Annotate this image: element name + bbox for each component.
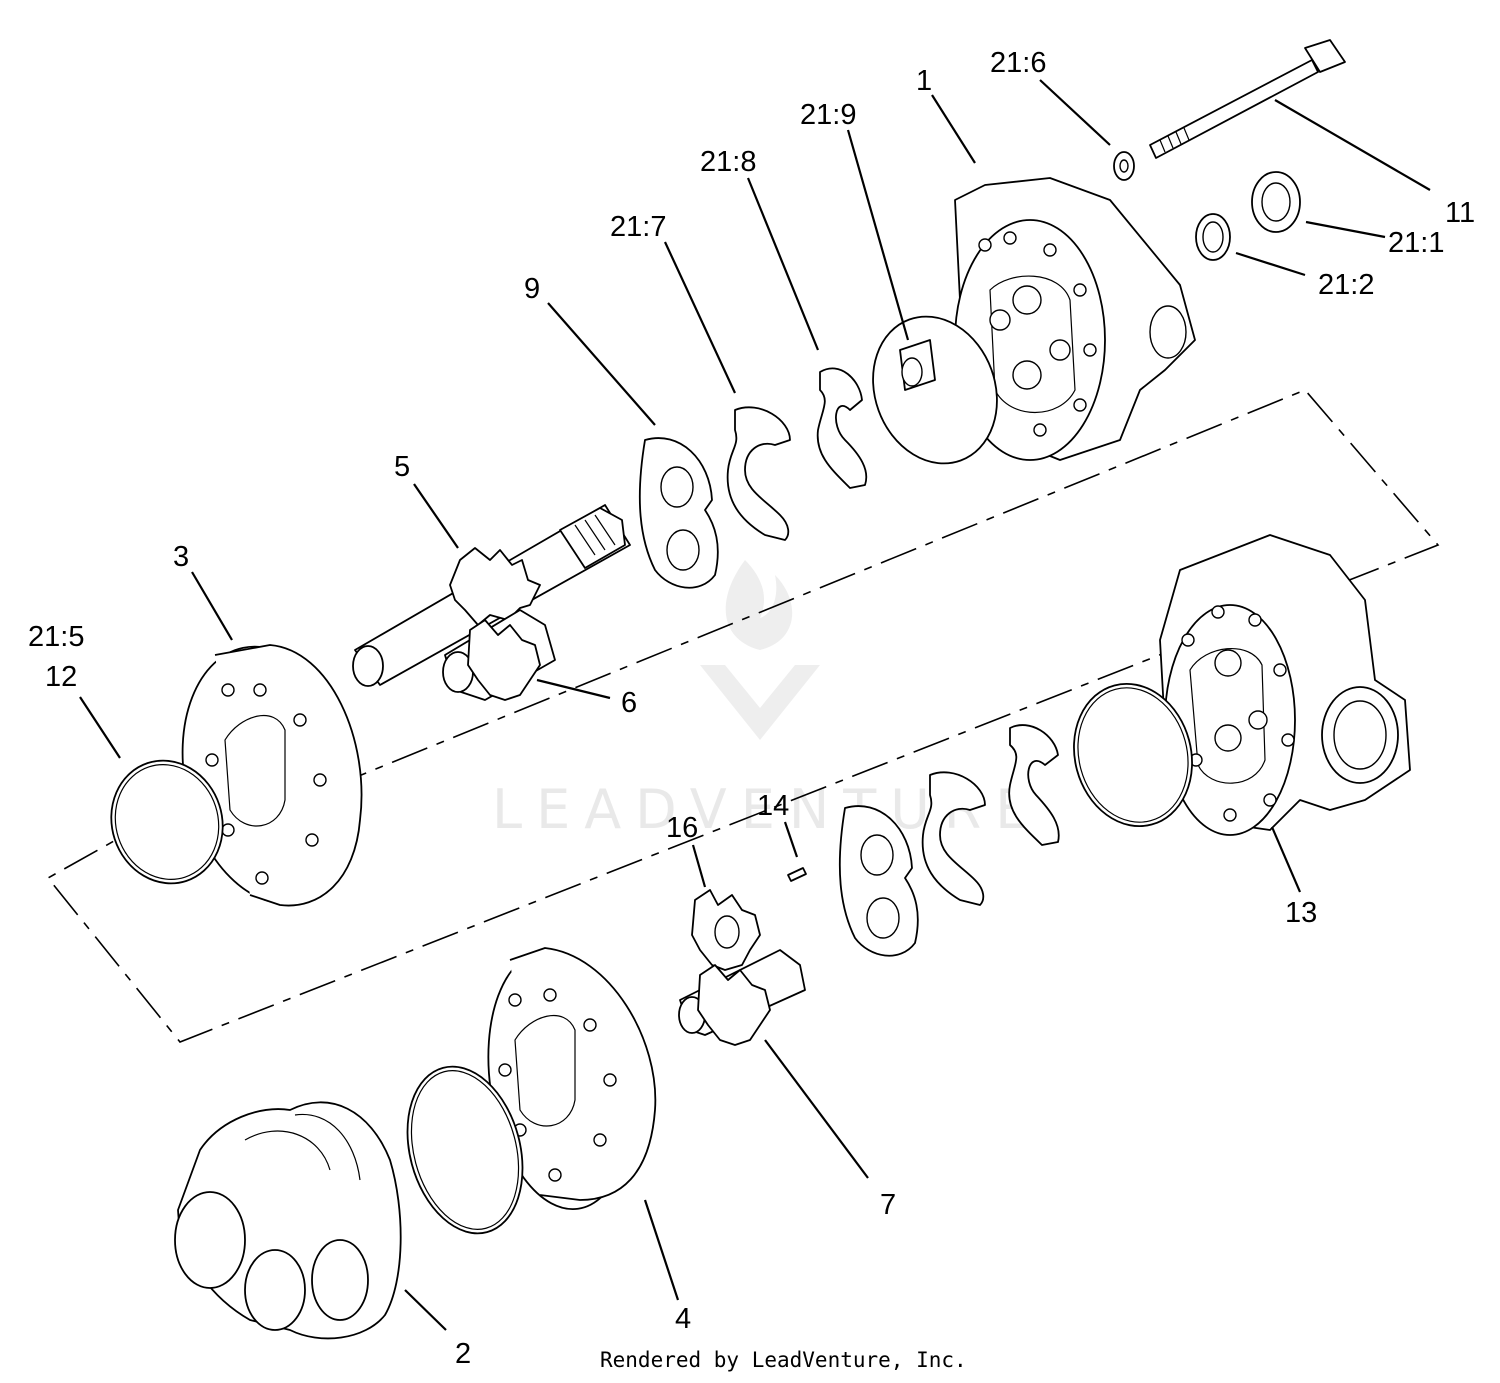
leader-9 <box>547 302 656 426</box>
callout-5: 5 <box>394 451 410 483</box>
callout-1: 1 <box>916 65 932 97</box>
callout-21-8: 21:8 <box>700 146 756 178</box>
callout-16: 16 <box>666 812 698 844</box>
callout-2: 2 <box>455 1338 471 1370</box>
part-9-wear-plate <box>638 437 719 589</box>
part-11-bolt <box>1149 39 1346 159</box>
callout-12: 12 <box>45 661 77 693</box>
part-21-7-seal <box>726 406 791 541</box>
callout-11: 11 <box>1445 197 1475 229</box>
front-seal-outer <box>1008 724 1060 846</box>
part-3-gear-housing <box>181 644 363 907</box>
leader-7 <box>764 1039 869 1179</box>
front-wear-plate <box>838 805 919 957</box>
leader-6 <box>536 678 611 700</box>
callout-7: 7 <box>880 1189 896 1221</box>
leader-1 <box>931 94 976 164</box>
callout-21-6: 21:6 <box>990 47 1046 79</box>
leader-21-1 <box>1305 220 1386 239</box>
callout-6: 6 <box>621 687 637 719</box>
leader-lines <box>79 79 1431 1331</box>
callout-13: 13 <box>1285 897 1317 929</box>
part-14-key <box>787 867 807 882</box>
watermark-logo-icon <box>725 560 793 650</box>
leader-13 <box>1270 826 1302 893</box>
part-16-gear <box>691 889 761 971</box>
part-21-2-seal <box>1195 213 1231 261</box>
callout-21-1: 21:1 <box>1388 227 1444 259</box>
leader-16 <box>691 844 707 888</box>
front-seal-inner <box>921 771 986 906</box>
callout-21-7: 21:7 <box>610 211 666 243</box>
part-5-drive-shaft <box>352 504 631 687</box>
leader-21-7 <box>664 241 736 394</box>
part-21-6-washer <box>1113 151 1135 181</box>
leader-4 <box>643 1199 680 1301</box>
leader-12 <box>79 696 121 759</box>
leader-5 <box>413 483 459 549</box>
part-21-1-seal <box>1251 171 1301 233</box>
part-6-driven-gear <box>442 609 556 701</box>
leader-14 <box>783 821 799 858</box>
watermark-logo-v-icon <box>700 665 820 740</box>
leader-21-6 <box>1039 79 1111 146</box>
part-13-front-housing <box>1159 534 1411 836</box>
callout-21-2: 21:2 <box>1318 269 1374 301</box>
callout-14: 14 <box>757 790 789 822</box>
callout-labels: 1 21:6 11 21:9 21:8 21:7 9 21:1 21:2 5 3… <box>28 47 1475 1370</box>
callout-4: 4 <box>675 1303 691 1335</box>
leader-3 <box>191 571 233 641</box>
part-21-8-seal <box>816 367 868 489</box>
callout-21-9: 21:9 <box>800 99 856 131</box>
part-12-o-ring <box>110 759 224 885</box>
leader-21-2 <box>1235 251 1306 277</box>
leader-2 <box>404 1289 447 1331</box>
part-7-gear-shaft <box>678 949 806 1046</box>
lower-o-ring <box>406 1065 524 1235</box>
front-o-ring <box>1073 682 1193 828</box>
part-4-gear-housing <box>487 947 657 1211</box>
render-credit: Rendered by LeadVenture, Inc. <box>600 1348 967 1372</box>
leader-21-9 <box>846 129 910 341</box>
part-21-9-gasket <box>872 315 998 465</box>
leader-21-8 <box>746 177 820 351</box>
leader-11 <box>1274 99 1431 191</box>
callout-9: 9 <box>524 273 540 305</box>
part-2-end-cover <box>174 1101 402 1340</box>
callout-21-5: 21:5 <box>28 621 84 653</box>
callout-3: 3 <box>173 541 189 573</box>
assembly-axis <box>46 389 1440 1043</box>
